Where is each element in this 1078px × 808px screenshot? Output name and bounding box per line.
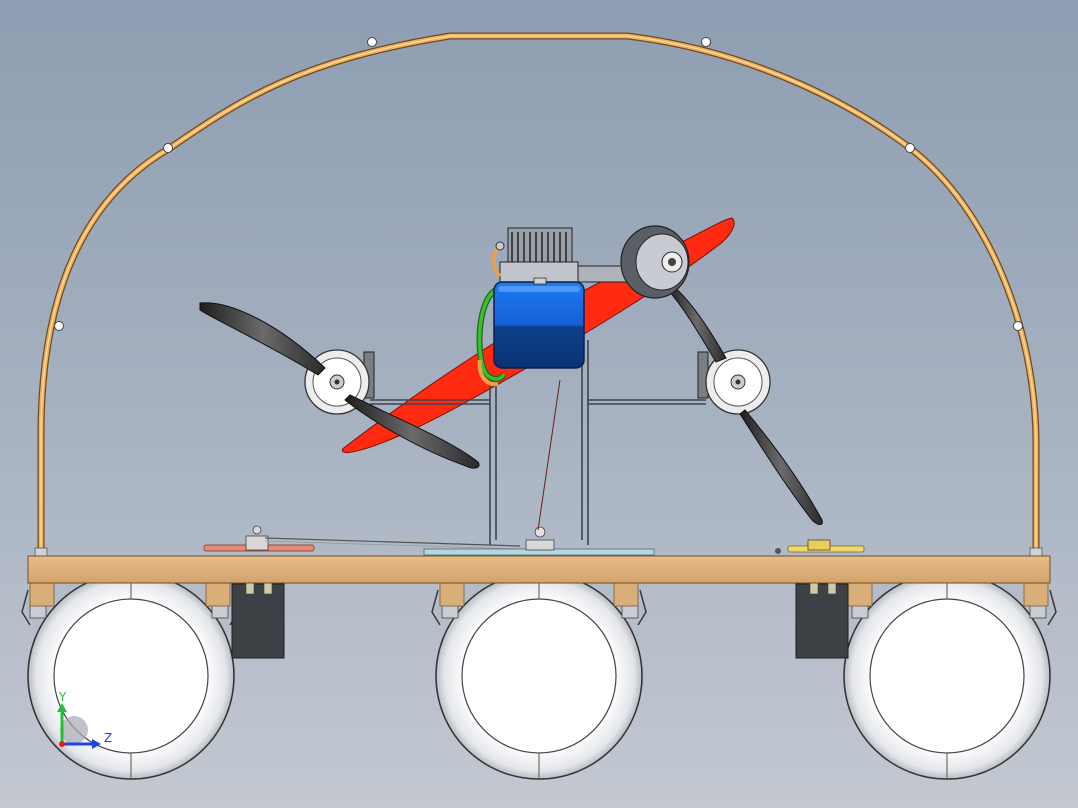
wheel-right[interactable] bbox=[843, 572, 1051, 780]
left-propeller-blade[interactable] bbox=[199, 302, 480, 469]
right-motor[interactable] bbox=[697, 349, 771, 415]
wheel-center[interactable] bbox=[435, 572, 643, 780]
wheel-bolts bbox=[29, 603, 1047, 619]
frame-joint bbox=[701, 37, 711, 47]
engine-spinner[interactable] bbox=[620, 225, 690, 299]
coordinate-triad: Y Z bbox=[57, 690, 112, 749]
wheel-left[interactable] bbox=[27, 572, 235, 780]
right-propeller-blade[interactable] bbox=[667, 284, 823, 525]
triad-y-label: Y bbox=[58, 690, 67, 704]
frame-joint bbox=[54, 321, 64, 331]
frame-joint bbox=[367, 37, 377, 47]
engine[interactable] bbox=[491, 227, 635, 283]
frame-joint bbox=[163, 143, 173, 153]
rollover-frame[interactable] bbox=[34, 32, 1043, 557]
servo-right[interactable] bbox=[795, 581, 849, 659]
frame-joint bbox=[1013, 321, 1023, 331]
fuel-line bbox=[476, 287, 507, 387]
deck-plate[interactable] bbox=[27, 555, 1051, 584]
deck-hardware bbox=[203, 525, 865, 556]
servo-left[interactable] bbox=[231, 581, 285, 659]
frame-joint bbox=[905, 143, 915, 153]
engine-mount-struts bbox=[370, 340, 706, 545]
triad-z-label: Z bbox=[104, 731, 112, 745]
fuel-tank[interactable] bbox=[493, 277, 585, 369]
